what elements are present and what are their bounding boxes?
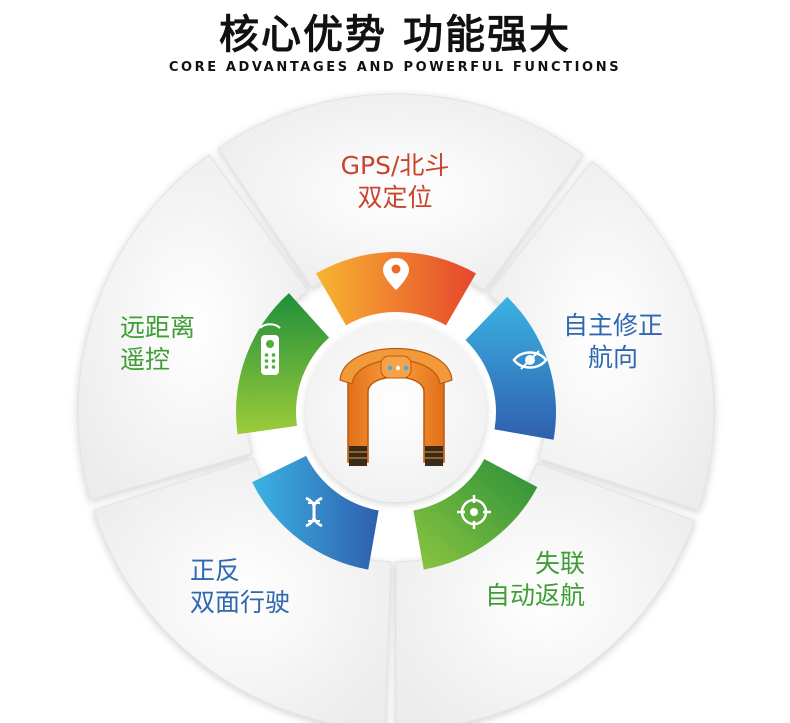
- eye-icon: [512, 350, 548, 370]
- feature-dual-line1: 正反: [190, 556, 241, 585]
- target-refresh-icon: [457, 495, 491, 529]
- feature-return-line2: 自动返航: [484, 581, 585, 610]
- lifebuoy-robot-image: [339, 347, 453, 466]
- location-pin-icon: [383, 258, 409, 290]
- feature-label-heading: 自主修正 航向: [548, 310, 678, 374]
- feature-return-line1: 失联: [534, 549, 585, 578]
- feature-remote-line2: 遥控: [120, 345, 171, 374]
- feature-label-remote: 远距离 遥控: [120, 312, 240, 376]
- feature-remote-line1: 远距离: [120, 313, 196, 342]
- outer-segments: [77, 93, 715, 723]
- feature-label-return: 失联 自动返航: [455, 548, 615, 612]
- feature-heading-line1: 自主修正: [562, 311, 663, 340]
- feature-label-gps: GPS/北斗 双定位: [300, 150, 490, 214]
- feature-heading-line2: 航向: [587, 343, 638, 372]
- feature-gps-line1: GPS/北斗: [340, 151, 450, 180]
- page-subtitle: CORE ADVANTAGES AND POWERFUL FUNCTIONS: [168, 60, 622, 75]
- feature-dual-line2: 双面行驶: [190, 588, 291, 617]
- feature-gps-line2: 双定位: [357, 183, 433, 212]
- arc-remote: [236, 293, 330, 435]
- dna-icon: [305, 496, 323, 528]
- arc-heading: [465, 296, 556, 440]
- remote-control-icon: [259, 323, 281, 375]
- page-title: 核心优势 功能强大: [219, 12, 571, 58]
- feature-label-dual: 正反 双面行驶: [190, 555, 320, 619]
